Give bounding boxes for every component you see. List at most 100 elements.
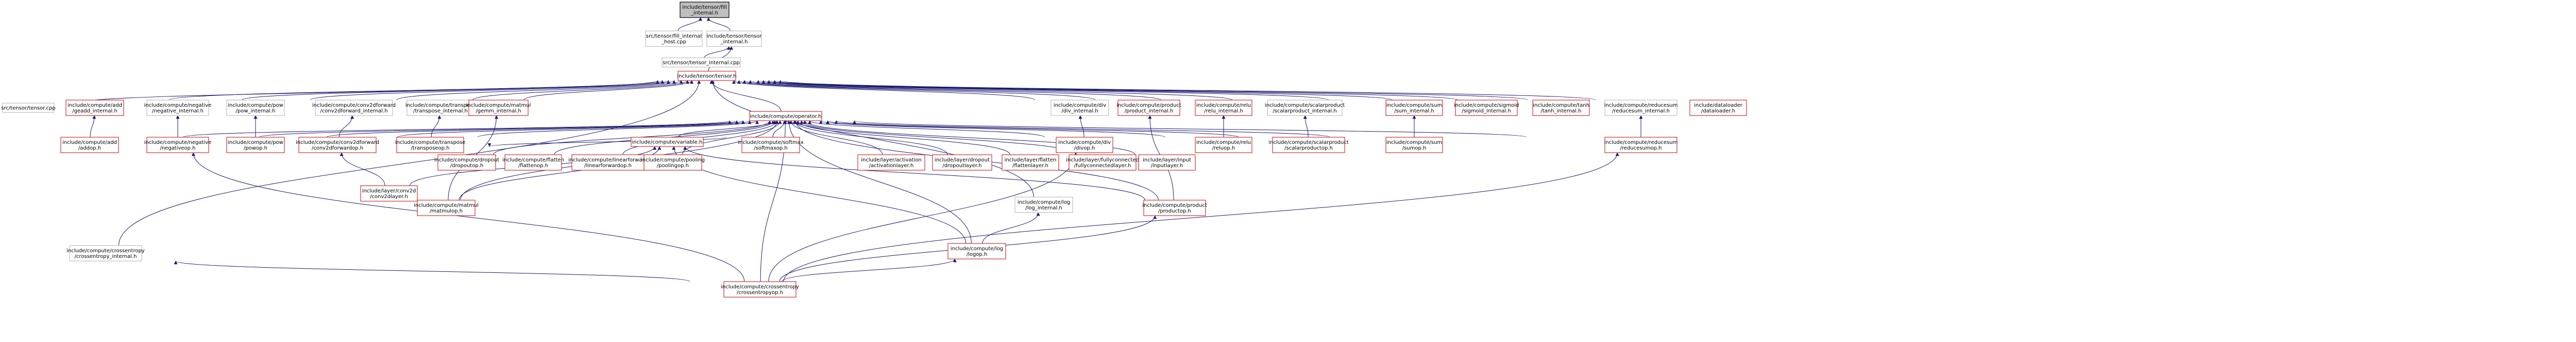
node-flattenlayer[interactable]: include/layer/flatten/flattenlayer.h bbox=[1002, 154, 1059, 171]
node-conv2dlayer[interactable]: include/layer/conv2d/conv2dlayer.h bbox=[360, 185, 418, 202]
node-label: /divop.h bbox=[1074, 145, 1095, 151]
node-divop[interactable]: include/compute/div/divop.h bbox=[1056, 137, 1113, 153]
node-label: include/compute/flatten bbox=[502, 157, 564, 163]
node-negativeop[interactable]: include/compute/negative/negativeop.h bbox=[144, 137, 212, 153]
node-label: /product_internal.h bbox=[1125, 108, 1174, 114]
node-tanh-internal[interactable]: include/compute/tanh/tanh_internal.h bbox=[1532, 100, 1590, 116]
dependency-edge bbox=[789, 120, 883, 155]
node-tensor-cpp[interactable]: src/tensor/tensor.cpp bbox=[1, 103, 56, 113]
node-inputlayer[interactable]: include/layer/input/inputlayer.h bbox=[1138, 154, 1196, 171]
node-add-internal[interactable]: include/compute/add/geadd_internal.h bbox=[65, 100, 124, 116]
node-label: src/tensor/fill_internal bbox=[646, 34, 702, 39]
node-label: include/compute/negative bbox=[144, 140, 212, 145]
node-fullyconnectedlayer[interactable]: include/layer/fullyconnected/fullyconnec… bbox=[1066, 154, 1139, 171]
dependency-edge bbox=[326, 120, 745, 138]
node-dataloader[interactable]: include/dataloader/dataloader.h bbox=[1689, 100, 1747, 116]
node-variable-h[interactable]: include/compute/variable.h bbox=[631, 137, 704, 147]
node-tensor-internal-h[interactable]: include/tensor/tensor_internal.h bbox=[706, 30, 762, 47]
node-box bbox=[1267, 100, 1343, 116]
node-div-internal[interactable]: include/compute/div/div_internal.h bbox=[1050, 100, 1109, 116]
dependency-edge bbox=[783, 152, 1619, 282]
node-scalarproduct-internal[interactable]: include/compute/scalarproduct/scalarprod… bbox=[1265, 100, 1345, 116]
node-reducesum-internal[interactable]: include/compute/reducesum/reducesum_inte… bbox=[1604, 100, 1678, 116]
node-label: include/compute/log bbox=[951, 246, 1003, 252]
dependency-edge bbox=[772, 120, 787, 138]
node-activationlayer[interactable]: include/layer/activation/activationlayer… bbox=[857, 154, 925, 171]
node-root[interactable]: include/tensor/fill_internal.h bbox=[680, 2, 730, 18]
node-layer: include/tensor/fill_internal.h src/tensor… bbox=[1, 2, 1747, 298]
node-dropoutop[interactable]: include/compute/dropout/dropoutop.h bbox=[434, 154, 499, 171]
node-label: include/compute/transpose bbox=[405, 103, 476, 108]
dependency-edge bbox=[756, 80, 1329, 101]
node-label: /relu_internal.h bbox=[1204, 108, 1243, 114]
node-softmaxop[interactable]: include/compute/softmax/softmaxop.h bbox=[738, 137, 804, 153]
dependency-edge bbox=[742, 80, 1162, 101]
node-log-internal[interactable]: include/compute/log/log_internal.h bbox=[1014, 197, 1073, 213]
node-addop[interactable]: include/compute/add/addop.h bbox=[60, 137, 119, 153]
node-transpose-internal[interactable]: include/compute/transpose/transpose_inte… bbox=[405, 100, 476, 116]
node-label: include/compute/transpose bbox=[395, 140, 466, 145]
node-label: /linearforwardop.h bbox=[584, 163, 632, 169]
node-box bbox=[741, 137, 800, 153]
node-operator-h[interactable]: include/compute/operator.h bbox=[749, 111, 822, 121]
node-sum-internal[interactable]: include/compute/sum/sum_internal.h bbox=[1385, 100, 1443, 116]
node-box bbox=[226, 100, 285, 116]
node-powop[interactable]: include/compute/pow/powop.h bbox=[226, 137, 285, 153]
node-logop[interactable]: include/compute/log/logop.h bbox=[947, 243, 1006, 259]
dependency-edge bbox=[683, 146, 1145, 201]
node-box bbox=[706, 30, 762, 47]
node-box bbox=[1455, 100, 1518, 116]
node-label: /reluop.h bbox=[1212, 145, 1235, 151]
node-label: include/dataloader bbox=[1694, 103, 1743, 108]
node-sigmoid-internal[interactable]: include/compute/sigmoid/sigmoid_internal… bbox=[1454, 100, 1519, 116]
node-box bbox=[1195, 100, 1252, 116]
node-transposeop[interactable]: include/compute/transpose/transposeop.h bbox=[395, 137, 466, 153]
node-label: /logop.h bbox=[967, 252, 988, 257]
node-conv2d-internal[interactable]: include/compute/conv2dforward/conv2dforw… bbox=[312, 100, 396, 116]
node-product-internal[interactable]: include/compute/product/product_internal… bbox=[1116, 100, 1181, 116]
node-box bbox=[60, 137, 119, 153]
node-label: include/compute/sigmoid bbox=[1454, 103, 1519, 108]
node-label: _internal.h bbox=[720, 39, 748, 45]
node-label: /matmulop.h bbox=[430, 208, 463, 214]
node-label: include/layer/activation bbox=[861, 157, 922, 163]
node-matmul-internal[interactable]: include/compute/matmul/gemm_internal.h bbox=[466, 100, 531, 116]
node-negative-internal[interactable]: include/compute/negative/negative_intern… bbox=[144, 100, 212, 116]
node-matmulop[interactable]: include/compute/matmul/matmulop.h bbox=[414, 200, 479, 216]
node-tensor-h[interactable]: include/tensor/tensor.h bbox=[677, 71, 737, 81]
node-reducesumop[interactable]: include/compute/reducesum/reducesumop.h bbox=[1604, 137, 1678, 153]
node-scalarproductop[interactable]: include/compute/scalarproduct/scalarprod… bbox=[1268, 137, 1349, 153]
node-productop[interactable]: include/compute/product/productop.h bbox=[1142, 200, 1207, 216]
node-conv2dforwardop[interactable]: include/compute/conv2dforward/conv2dforw… bbox=[296, 137, 379, 153]
node-flattenop[interactable]: include/compute/flatten/flattenop.h bbox=[502, 154, 564, 171]
node-relu-internal[interactable]: include/compute/relu/relu_internal.h bbox=[1195, 100, 1252, 116]
dependency-edge bbox=[1078, 115, 1084, 138]
node-pow-internal[interactable]: include/compute/pow/pow_internal.h bbox=[226, 100, 285, 116]
node-box bbox=[146, 137, 209, 153]
node-reluop[interactable]: include/compute/relu/reluop.h bbox=[1195, 137, 1252, 153]
node-box bbox=[947, 243, 1006, 259]
node-box bbox=[504, 154, 562, 171]
node-box bbox=[315, 100, 393, 116]
node-crossentropy-internal[interactable]: include/compute/crossentropy/crossentrop… bbox=[66, 245, 145, 262]
node-label: _internal.h bbox=[690, 10, 718, 16]
node-box bbox=[571, 154, 645, 171]
node-fill-host[interactable]: src/tensor/fill_internal_host.cpp bbox=[645, 30, 703, 47]
node-label: include/compute/crossentropy bbox=[721, 284, 799, 290]
node-box bbox=[1604, 137, 1677, 153]
node-crossentropyop[interactable]: include/compute/crossentropy/crossentrop… bbox=[721, 281, 799, 298]
node-sumop[interactable]: include/compute/sum/sumop.h bbox=[1385, 137, 1443, 153]
dependency-edge bbox=[472, 80, 689, 101]
node-tensor-internal-cpp[interactable]: src/tensor/tensor_internal.cpp bbox=[662, 57, 741, 68]
node-poolingop[interactable]: include/compute/pooling/poolingop.h bbox=[641, 154, 705, 171]
node-label: /flattenop.h bbox=[518, 163, 548, 169]
node-label: include/compute/log bbox=[1018, 200, 1070, 205]
node-linearforwardop[interactable]: include/compute/linearforward/linearforw… bbox=[568, 154, 648, 171]
node-box bbox=[1143, 200, 1206, 216]
node-label: include/compute/div bbox=[1054, 103, 1106, 108]
dependency-edge bbox=[182, 120, 732, 138]
node-box bbox=[932, 154, 992, 171]
node-label: _host.cpp bbox=[661, 39, 686, 45]
node-box bbox=[631, 137, 704, 147]
node-dropoutlayer[interactable]: include/layer/dropout/dropoutlayer.h bbox=[932, 154, 992, 171]
